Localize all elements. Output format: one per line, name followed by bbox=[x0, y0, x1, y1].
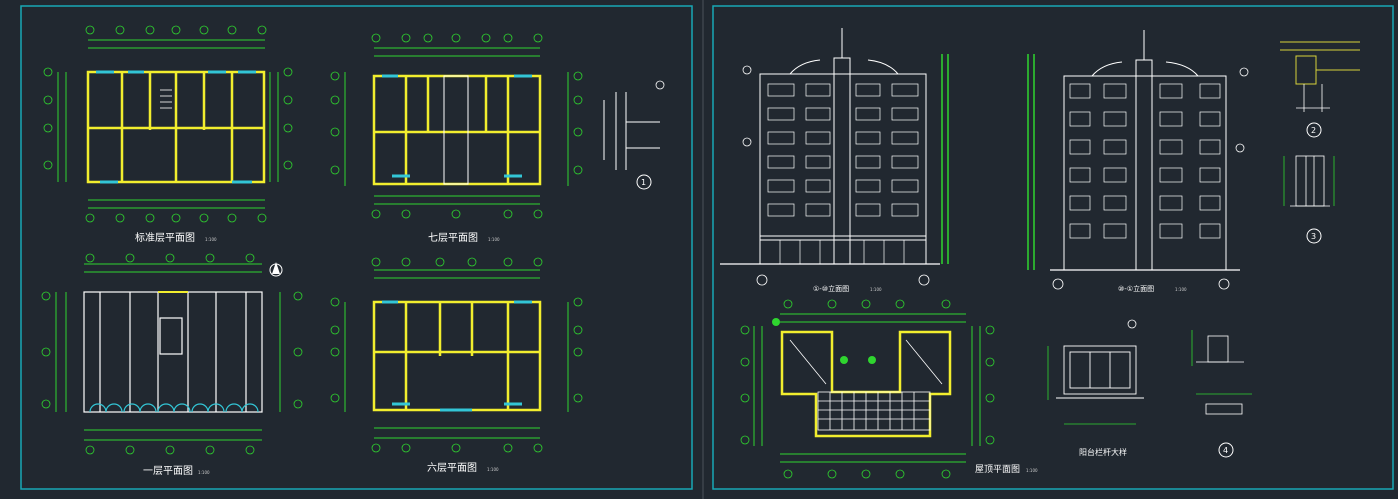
detail-3[interactable]: 3 bbox=[1283, 155, 1335, 244]
svg-text:1: 1 bbox=[641, 178, 646, 187]
balcony-railing-detail[interactable]: 阳台栏杆大样 bbox=[1047, 319, 1144, 457]
railing-detail-title: 阳台栏杆大样 bbox=[1079, 447, 1127, 457]
detail-marker-3 bbox=[1306, 228, 1322, 244]
detail-section-1[interactable]: 1 bbox=[603, 80, 665, 190]
detail-4[interactable]: 4 bbox=[1191, 330, 1252, 458]
plan-sixth-floor[interactable]: 六层平面图 1:100 bbox=[330, 257, 583, 474]
plan-standard-floor[interactable]: 标准层平面图 1:100 bbox=[43, 25, 293, 244]
plan-ground-floor[interactable]: 一层平面图 1:100 bbox=[41, 253, 303, 477]
svg-text:3: 3 bbox=[1311, 232, 1316, 241]
plan-scale-standard: 1:100 bbox=[205, 237, 217, 242]
detail-2[interactable]: 2 bbox=[1280, 41, 1360, 138]
detail-marker-2 bbox=[1306, 122, 1322, 138]
right-sheet-frame bbox=[712, 5, 1394, 490]
plan-title-ground: 一层平面图 bbox=[143, 465, 193, 477]
plan-title-seventh: 七层平面图 bbox=[428, 232, 478, 244]
plan-seventh-floor[interactable]: 七层平面图 1:100 bbox=[330, 33, 583, 244]
elevation-title-front: ①-⑩立面图 bbox=[813, 284, 849, 293]
elevation-title-rear: ⑩-①立面图 bbox=[1118, 284, 1154, 293]
roof-plan-title: 屋顶平面图 bbox=[975, 464, 1020, 475]
detail-marker-1 bbox=[636, 174, 652, 190]
elevation-rear[interactable]: ⑩-①立面图 1:100 bbox=[1027, 30, 1249, 293]
plan-title-standard: 标准层平面图 bbox=[135, 232, 195, 244]
plan-scale-ground: 1:100 bbox=[198, 470, 210, 475]
svg-text:2: 2 bbox=[1311, 126, 1316, 135]
left-sheet-frame bbox=[20, 5, 693, 490]
north-arrow-icon bbox=[269, 262, 283, 277]
plan-scale-sixth: 1:100 bbox=[487, 467, 499, 472]
elevation-scale-rear: 1:100 bbox=[1175, 287, 1187, 292]
elevation-scale-front: 1:100 bbox=[870, 287, 882, 292]
plan-scale-seventh: 1:100 bbox=[488, 237, 500, 242]
svg-text:4: 4 bbox=[1223, 446, 1228, 455]
roof-plan-scale: 1:100 bbox=[1026, 468, 1038, 473]
plan-title-sixth: 六层平面图 bbox=[427, 462, 477, 474]
detail-marker-4 bbox=[1218, 442, 1234, 458]
roof-plan[interactable]: 屋顶平面图 1:100 bbox=[740, 299, 1038, 479]
elevation-front[interactable]: ①-⑩立面图 1:100 bbox=[720, 28, 949, 293]
